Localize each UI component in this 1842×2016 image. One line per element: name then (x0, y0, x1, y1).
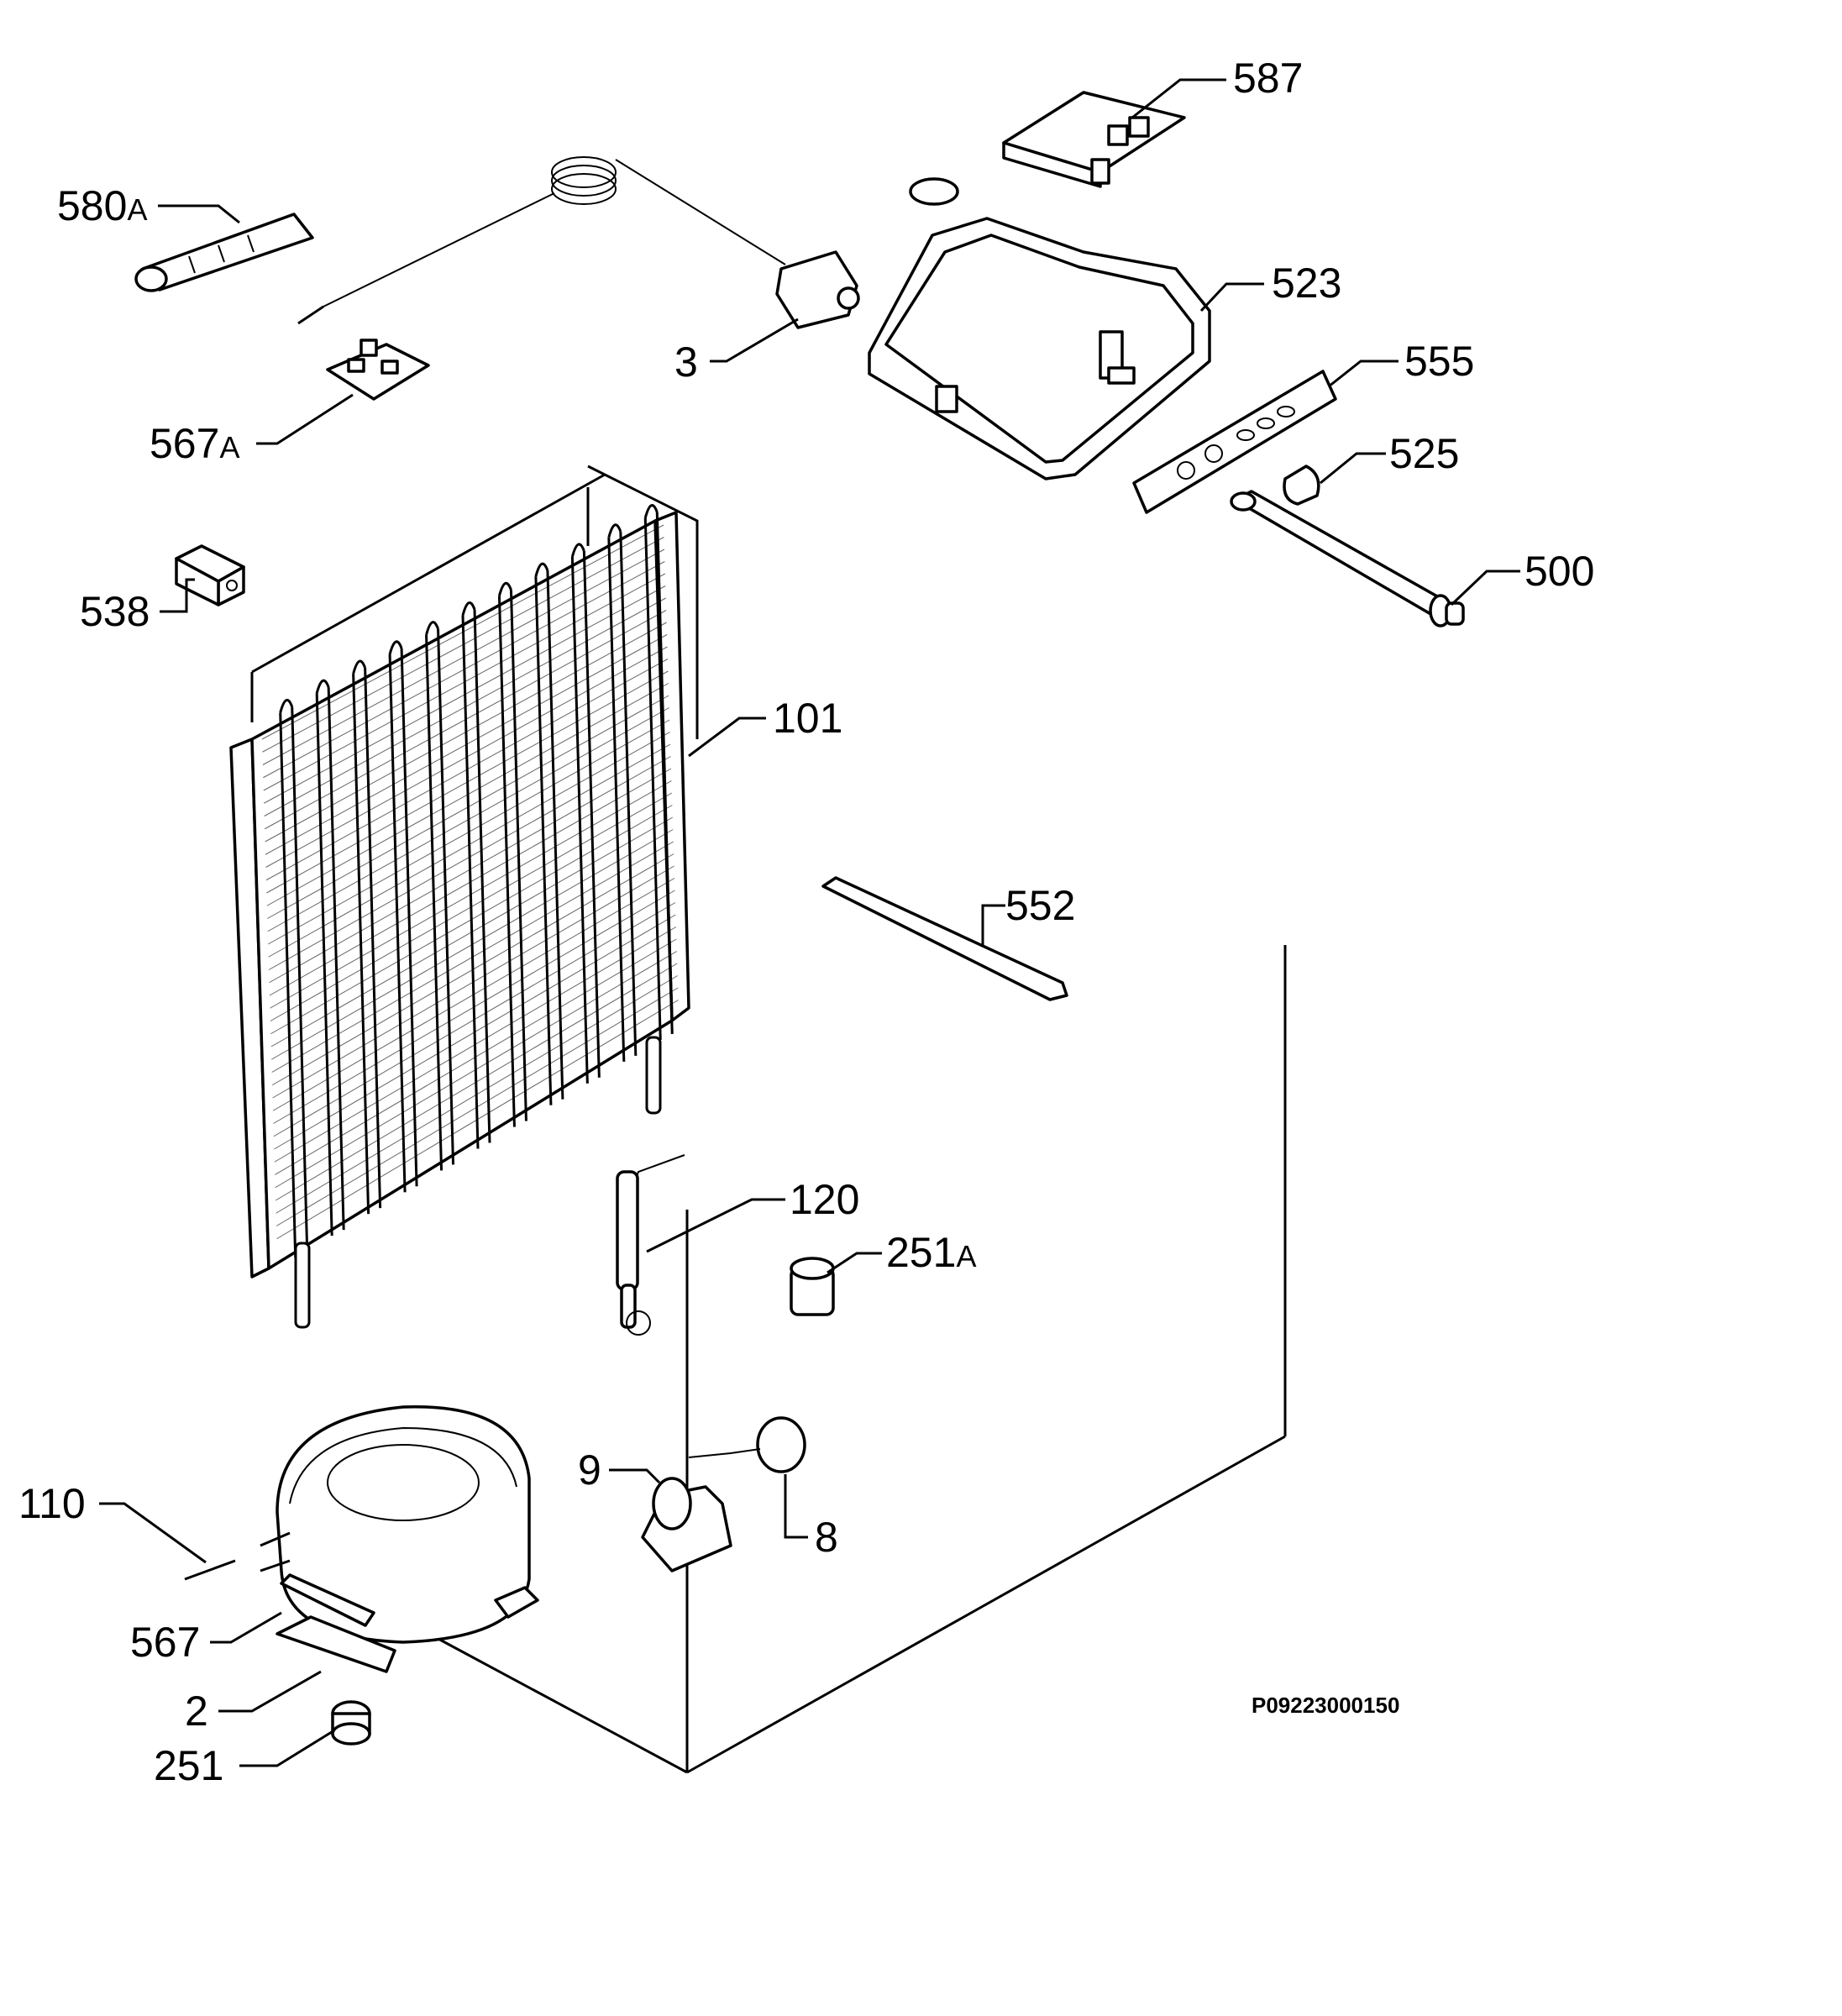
starter-relay-9 (641, 1477, 732, 1572)
callout-567: 567 (130, 1619, 200, 1666)
callout-101: 101 (773, 695, 842, 742)
callout-251: 251 (154, 1742, 223, 1789)
shaft-500 (1230, 490, 1465, 627)
thermostat (297, 156, 860, 329)
sleeve-251a (790, 1257, 835, 1316)
knob-525 (1283, 465, 1320, 506)
callout-538: 538 (80, 588, 150, 635)
callout-500: 500 (1525, 548, 1594, 595)
condenser-coil (229, 487, 690, 1329)
callout-552: 552 (1005, 882, 1075, 929)
callout-523: 523 (1272, 260, 1341, 307)
callout-labels: 587 580A 523 3 555 567A 525 500 538 101 … (18, 55, 1594, 1789)
callout-120: 120 (790, 1176, 859, 1223)
callout-110: 110 (18, 1480, 86, 1527)
overload-protector-8 (688, 1416, 806, 1473)
callout-580a: 580A (57, 182, 147, 229)
drawing-code: P09223000150 (1252, 1693, 1399, 1718)
light-cover-580a (134, 213, 314, 292)
compressor (260, 1405, 539, 1673)
heater-120 (616, 1154, 685, 1336)
strip-552 (821, 876, 1068, 1001)
callout-525: 525 (1389, 430, 1459, 477)
callout-251a: 251A (886, 1229, 976, 1276)
callout-567a: 567A (150, 420, 239, 467)
callout-555: 555 (1404, 338, 1474, 385)
callout-8: 8 (815, 1514, 838, 1561)
callout-587: 587 (1233, 55, 1303, 102)
control-housing-523 (868, 177, 1211, 480)
grommet-251 (331, 1700, 371, 1746)
connector-538 (175, 544, 245, 606)
callout-3: 3 (674, 339, 698, 386)
callout-2: 2 (185, 1688, 208, 1735)
control-panel-555 (1132, 370, 1337, 514)
callout-9: 9 (578, 1446, 601, 1494)
terminal-block-567a (326, 339, 430, 401)
cabinet-outline (250, 465, 1287, 1774)
control-board-587 (1002, 91, 1186, 188)
callout-leaders (99, 78, 1520, 1767)
pin-110 (184, 1559, 236, 1581)
